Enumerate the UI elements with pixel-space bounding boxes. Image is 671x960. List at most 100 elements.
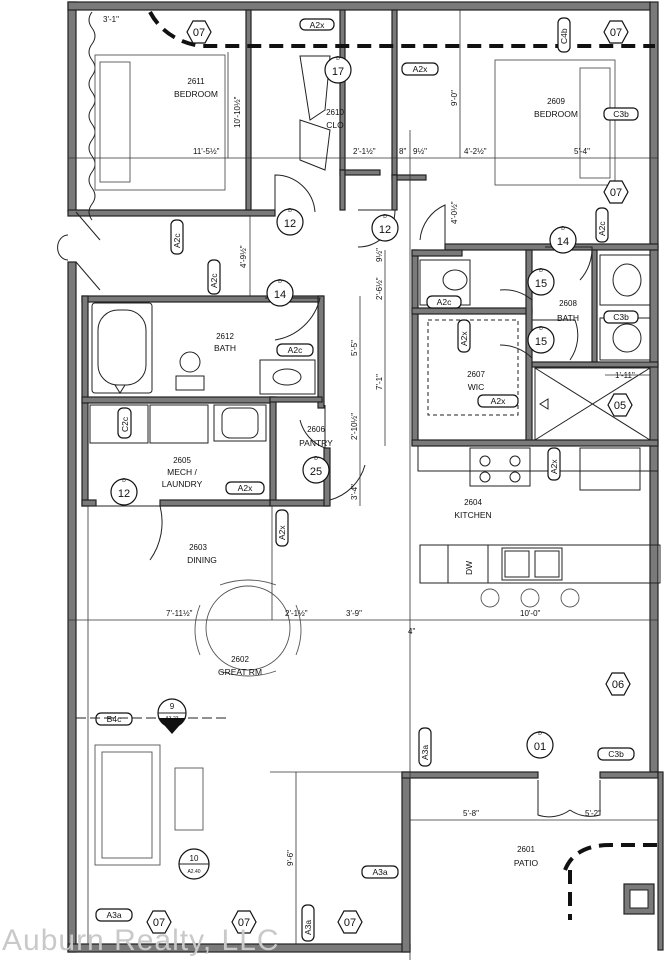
- exterior-walls: [67, 1, 664, 953]
- wall-tag-a2c-1: A2c: [595, 207, 609, 243]
- svg-text:D: D: [383, 214, 387, 220]
- svg-text:06: 06: [612, 679, 624, 691]
- svg-text:5'-2": 5'-2": [585, 809, 601, 818]
- room-number-2608: 2608: [559, 299, 577, 308]
- svg-text:A2x: A2x: [491, 396, 506, 406]
- svg-text:C2c: C2c: [120, 416, 130, 432]
- svg-text:2'-1½": 2'-1½": [353, 147, 376, 156]
- svg-text:A2c: A2c: [209, 273, 219, 288]
- svg-text:12: 12: [379, 224, 391, 236]
- wall-type-tags: A2x A2x C4b C3b A2c A2c A2c A2c A2c C3b …: [95, 17, 639, 942]
- svg-text:14: 14: [274, 289, 286, 301]
- hex-tag-07c: 07: [603, 180, 629, 204]
- svg-text:5'-8": 5'-8": [463, 809, 479, 818]
- room-number-2604: 2604: [464, 498, 482, 507]
- svg-text:3'-9": 3'-9": [346, 609, 362, 618]
- room-number-2605: 2605: [173, 456, 191, 465]
- wall-tag-a2x-5: A2x: [547, 447, 561, 481]
- dimension-text: 3'-1" 10'-10½" 11'-5½" 2'-1½" 8" 9½" 4'-…: [103, 15, 635, 866]
- svg-text:A2c: A2c: [288, 345, 303, 355]
- room-name-bath-2: BATH: [557, 313, 579, 323]
- svg-text:05: 05: [614, 400, 626, 412]
- svg-text:10'-0": 10'-0": [520, 609, 541, 618]
- room-name-great-rm: GREAT RM: [218, 667, 262, 677]
- hex-tag-07b: 07: [603, 20, 629, 44]
- door-tag-12c: D12: [110, 478, 138, 506]
- wall-tag-a2c-5: A2c: [276, 343, 314, 357]
- room-name-kitchen: KITCHEN: [454, 510, 491, 520]
- soffit-line: [148, 11, 655, 48]
- svg-text:A2x: A2x: [277, 525, 287, 540]
- wall-tag-a2x-4: A2x: [477, 394, 519, 408]
- room-number-2611: 2611: [187, 77, 205, 86]
- door-tag-14a: D 14: [549, 226, 577, 254]
- svg-text:A2c: A2c: [597, 221, 607, 236]
- wall-tag-a2c-4: A2c: [426, 295, 462, 309]
- svg-text:3'-1": 3'-1": [103, 15, 119, 24]
- stair-line: [88, 11, 96, 221]
- kitchen-fixtures: [417, 445, 661, 608]
- wall-tag-c2c: C2c: [117, 407, 132, 439]
- interior-walls: [67, 9, 659, 507]
- door-tag-01: D01: [526, 731, 554, 759]
- section-marker-9: 9 A3.23: [76, 698, 226, 734]
- sofa: [94, 744, 204, 866]
- svg-text:A2c: A2c: [172, 233, 182, 248]
- room-name-bedroom-1: BEDROOM: [174, 89, 218, 99]
- hex-tag-06: 06: [605, 672, 631, 696]
- bath-1-fixtures: [91, 302, 316, 395]
- wall-tag-a3a-1: A3a: [418, 727, 432, 767]
- svg-text:D: D: [288, 208, 292, 214]
- svg-text:1'-11": 1'-11": [615, 371, 635, 380]
- wall-tag-a2x-1: A2x: [299, 18, 335, 31]
- svg-text:A2x: A2x: [238, 483, 253, 493]
- svg-text:8": 8": [399, 147, 406, 156]
- svg-text:10'-10½": 10'-10½": [233, 96, 242, 128]
- svg-text:A3a: A3a: [303, 920, 313, 935]
- room-name-closet: CLO: [326, 120, 344, 130]
- svg-text:D: D: [336, 56, 340, 62]
- door-tag-12b: D 12: [371, 214, 399, 242]
- svg-text:07: 07: [153, 917, 165, 929]
- door-tag-17: D 17: [324, 56, 352, 84]
- wall-tag-c3b-2: C3b: [603, 310, 639, 324]
- svg-text:C3b: C3b: [608, 749, 624, 759]
- patio-soffit-line: [563, 843, 660, 871]
- room-name-dining: DINING: [187, 555, 217, 565]
- svg-text:B4c: B4c: [107, 714, 122, 724]
- window-tags: 07 07 07 05 06 07 07 07: [146, 20, 633, 934]
- room-number-2603: 2603: [189, 543, 207, 552]
- room-number-2612: 2612: [216, 332, 234, 341]
- svg-text:A2x: A2x: [413, 64, 428, 74]
- wall-tag-a3a-3: A3a: [95, 908, 133, 922]
- svg-text:12: 12: [284, 218, 296, 230]
- svg-text:9'-0": 9'-0": [450, 90, 459, 106]
- svg-text:5'-5": 5'-5": [350, 340, 359, 356]
- wall-tag-a2x-6: A2x: [225, 481, 265, 495]
- wall-tag-a3a-2: A3a: [361, 865, 399, 879]
- svg-text:A3a: A3a: [106, 910, 121, 920]
- room-name-laundry: LAUNDRY: [162, 479, 203, 489]
- svg-text:3'-4": 3'-4": [350, 484, 359, 500]
- wall-tag-b4c: B4c: [95, 712, 133, 726]
- svg-text:17: 17: [332, 66, 344, 78]
- svg-text:11'-5½": 11'-5½": [193, 147, 220, 156]
- door-swings: [95, 55, 601, 818]
- svg-text:D: D: [538, 731, 542, 737]
- svg-text:4'-2½": 4'-2½": [464, 147, 487, 156]
- svg-text:7'-1": 7'-1": [375, 374, 384, 390]
- svg-text:C3b: C3b: [613, 312, 629, 322]
- svg-text:14: 14: [557, 236, 569, 248]
- svg-text:4'-9½": 4'-9½": [239, 245, 248, 268]
- svg-text:D: D: [561, 226, 565, 232]
- svg-text:2'-10½": 2'-10½": [350, 413, 359, 440]
- wall-tag-c3b-3: C3b: [597, 747, 635, 761]
- svg-text:C3b: C3b: [613, 109, 629, 119]
- svg-text:07: 07: [344, 917, 356, 929]
- wall-tag-a3a-4: A3a: [301, 904, 315, 942]
- wic-shelving: [427, 319, 519, 416]
- room-number-2606: 2606: [307, 425, 325, 434]
- svg-text:D: D: [278, 279, 282, 285]
- room-number-2607: 2607: [467, 370, 485, 379]
